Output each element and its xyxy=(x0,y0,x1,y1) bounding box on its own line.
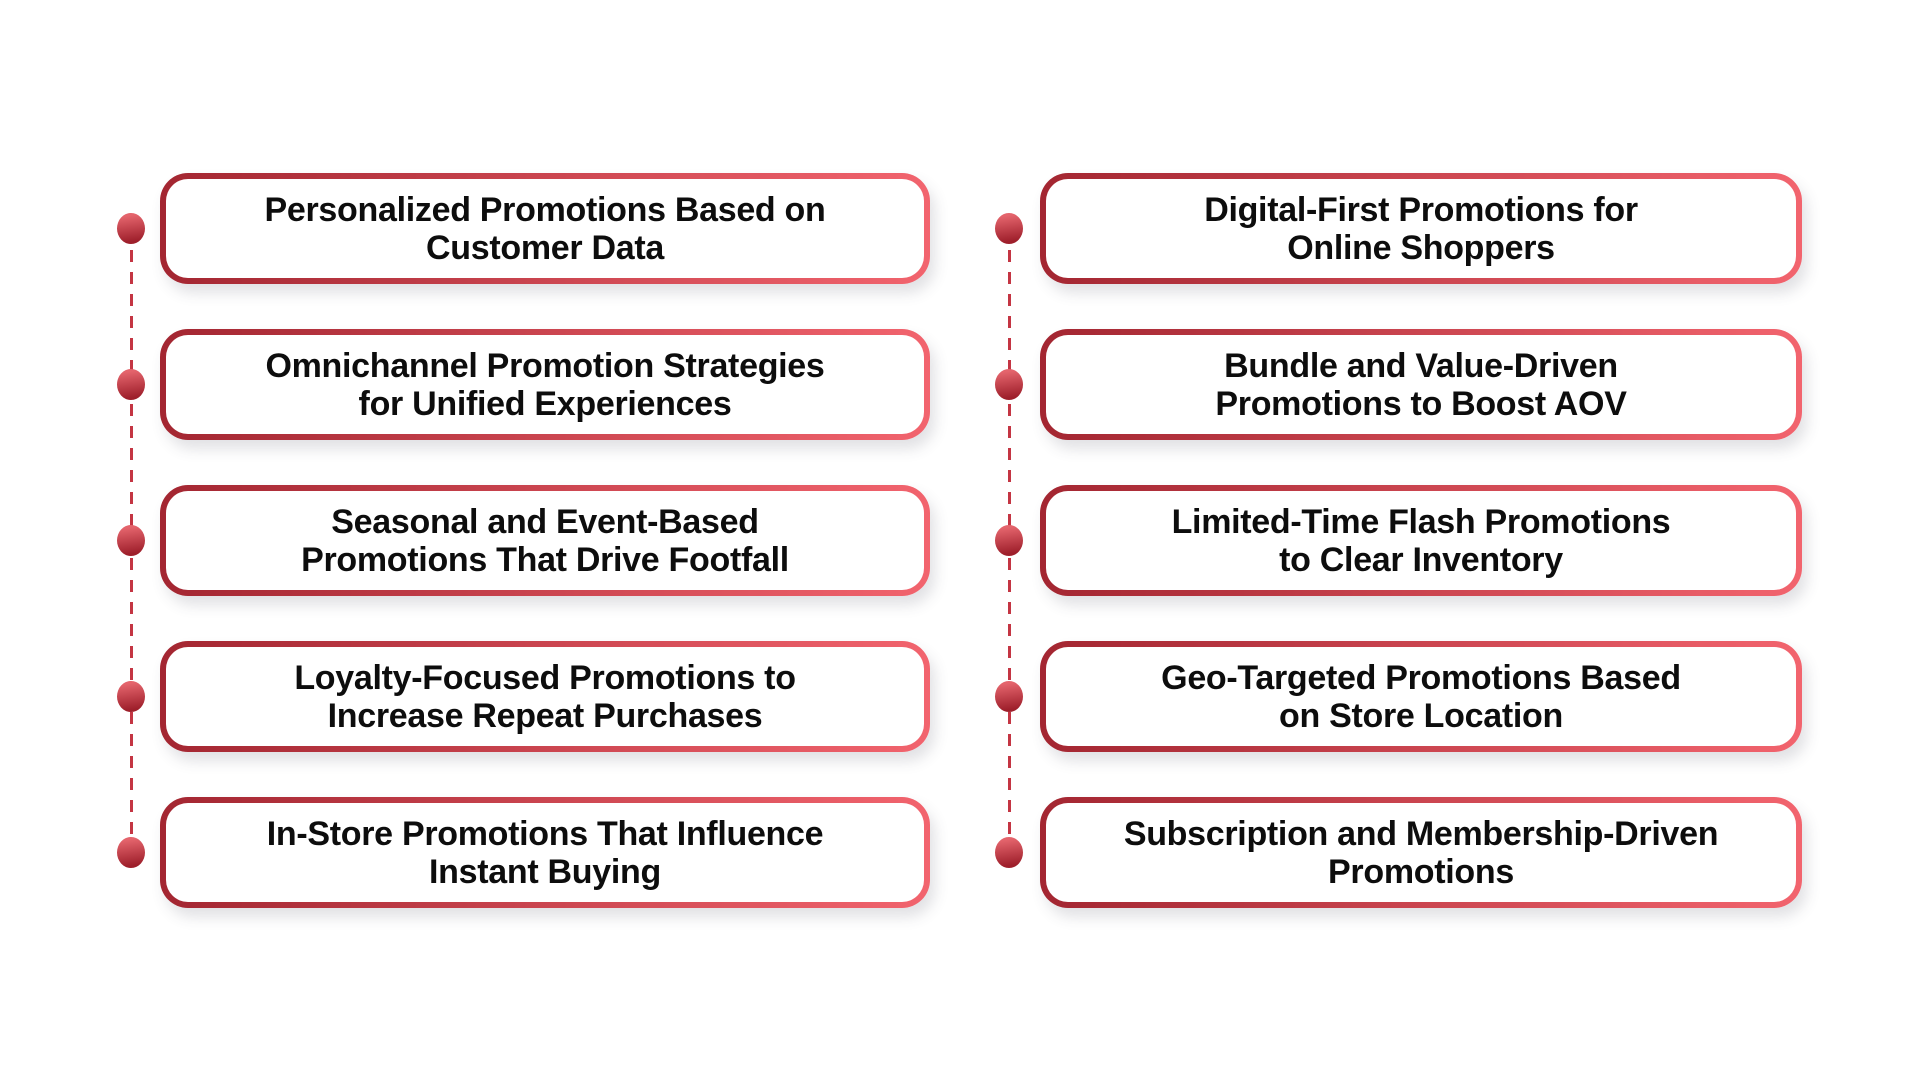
promo-card-title-line1: Subscription and Membership-Driven xyxy=(1123,814,1719,853)
promo-card-body: Geo-Targeted Promotions Based on Store L… xyxy=(1046,647,1796,746)
promo-card-title-line2: for Unified Experiences xyxy=(358,384,732,423)
promo-card: In-Store Promotions That Influence Insta… xyxy=(160,797,930,908)
promo-card-title-line1: Personalized Promotions Based on xyxy=(264,190,826,229)
promo-card-title-line2: Instant Buying xyxy=(429,852,661,891)
timeline-dot xyxy=(995,369,1023,400)
timeline-dot xyxy=(995,837,1023,868)
promo-card: Bundle and Value-Driven Promotions to Bo… xyxy=(1040,329,1802,440)
promo-card: Seasonal and Event-Based Promotions That… xyxy=(160,485,930,596)
promo-card-body: Loyalty-Focused Promotions to Increase R… xyxy=(166,647,924,746)
promo-card-title-line1: Seasonal and Event-Based xyxy=(331,502,759,541)
timeline-dot xyxy=(117,369,145,400)
promo-card: Digital-First Promotions for Online Shop… xyxy=(1040,173,1802,284)
promo-card-title-line1: Limited-Time Flash Promotions xyxy=(1171,502,1671,541)
promo-card: Subscription and Membership-Driven Promo… xyxy=(1040,797,1802,908)
promo-card-title-line1: Bundle and Value-Driven xyxy=(1224,346,1618,385)
promo-card: Geo-Targeted Promotions Based on Store L… xyxy=(1040,641,1802,752)
promo-card-title-line1: In-Store Promotions That Influence xyxy=(266,814,824,853)
timeline-dot xyxy=(117,681,145,712)
promo-card-body: Omnichannel Promotion Strategies for Uni… xyxy=(166,335,924,434)
promo-card-title-line1: Geo-Targeted Promotions Based xyxy=(1161,658,1681,697)
promo-card-title-line2: on Store Location xyxy=(1279,696,1563,735)
promo-card-title-line2: Customer Data xyxy=(426,228,664,267)
promo-card-body: Personalized Promotions Based on Custome… xyxy=(166,179,924,278)
promo-card-title-line1: Omnichannel Promotion Strategies xyxy=(265,346,825,385)
promo-card-title-line2: Online Shoppers xyxy=(1287,228,1555,267)
timeline-dot xyxy=(995,681,1023,712)
promo-card-title-line2: Promotions xyxy=(1328,852,1514,891)
promo-card-title-line1: Digital-First Promotions for xyxy=(1204,190,1638,229)
timeline-dot xyxy=(117,525,145,556)
timeline-dot xyxy=(995,213,1023,244)
promo-card-title-line2: Promotions to Boost AOV xyxy=(1215,384,1627,423)
promo-card: Personalized Promotions Based on Custome… xyxy=(160,173,930,284)
promo-card-body: Bundle and Value-Driven Promotions to Bo… xyxy=(1046,335,1796,434)
promo-card-body: Subscription and Membership-Driven Promo… xyxy=(1046,803,1796,902)
timeline-dot xyxy=(117,837,145,868)
promo-card-body: Digital-First Promotions for Online Shop… xyxy=(1046,179,1796,278)
promo-card: Omnichannel Promotion Strategies for Uni… xyxy=(160,329,930,440)
timeline-dot xyxy=(995,525,1023,556)
promo-card: Limited-Time Flash Promotions to Clear I… xyxy=(1040,485,1802,596)
promo-card-title-line1: Loyalty-Focused Promotions to xyxy=(294,658,796,697)
promo-card-body: Seasonal and Event-Based Promotions That… xyxy=(166,491,924,590)
timeline-dot xyxy=(117,213,145,244)
promo-card: Loyalty-Focused Promotions to Increase R… xyxy=(160,641,930,752)
promo-card-title-line2: Promotions That Drive Footfall xyxy=(301,540,789,579)
promo-card-title-line2: Increase Repeat Purchases xyxy=(327,696,763,735)
promo-card-title-line2: to Clear Inventory xyxy=(1279,540,1563,579)
promo-card-body: In-Store Promotions That Influence Insta… xyxy=(166,803,924,902)
promo-card-body: Limited-Time Flash Promotions to Clear I… xyxy=(1046,491,1796,590)
